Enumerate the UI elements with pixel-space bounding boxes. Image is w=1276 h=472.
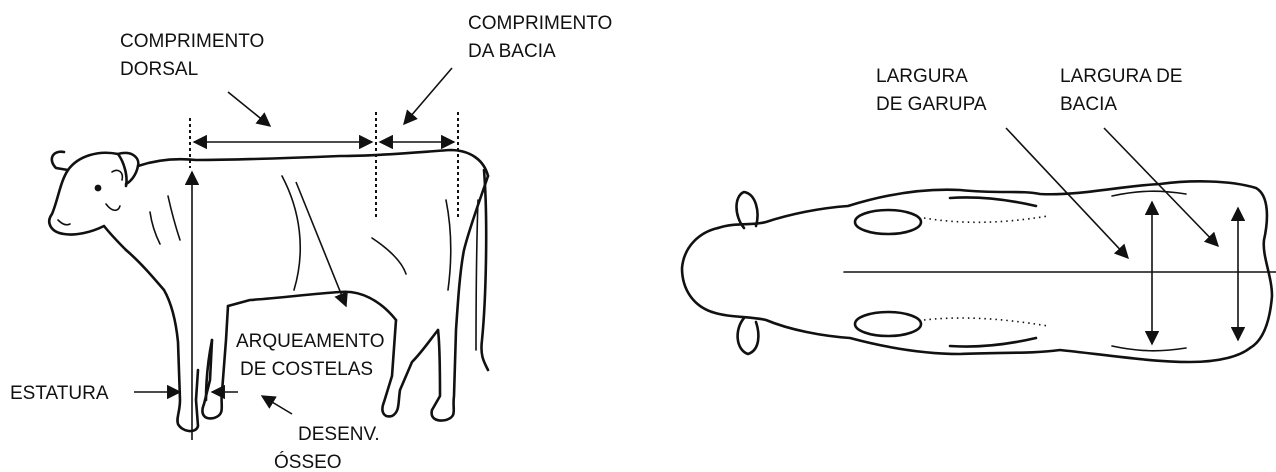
side-measurement-lines — [134, 67, 459, 440]
label-arqueamento: ARQUEAMENTO DE COSTELAS — [236, 331, 390, 380]
label-largura-garupa: LARGURA DE GARUPA — [876, 66, 987, 115]
label-desenv-osseo: DESENV. ÓSSEO — [274, 424, 385, 472]
rib-arc-arrow — [295, 181, 348, 308]
top-measurement-lines — [843, 127, 1276, 346]
top-view-labels: LARGURA DE GARUPA LARGURA DE BACIA — [876, 66, 1188, 115]
pelvis-label-arrow — [403, 67, 453, 126]
label-comprimento-dorsal: COMPRIMENTO DORSAL — [120, 31, 270, 80]
top-view-cattle — [680, 180, 1274, 364]
dorsal-label-arrow — [227, 91, 272, 127]
pelvis-label-arrow — [1103, 127, 1220, 248]
side-view-labels: COMPRIMENTO DORSAL COMPRIMENTO DA BACIA … — [10, 13, 618, 472]
bone-label-arrow — [260, 395, 293, 415]
label-largura-bacia: LARGURA DE BACIA — [1060, 66, 1188, 115]
label-comprimento-bacia: COMPRIMENTO DA BACIA — [468, 13, 618, 62]
label-estatura: ESTATURA — [10, 383, 109, 404]
croup-label-arrow — [1005, 127, 1129, 260]
side-view-cattle — [48, 148, 490, 433]
